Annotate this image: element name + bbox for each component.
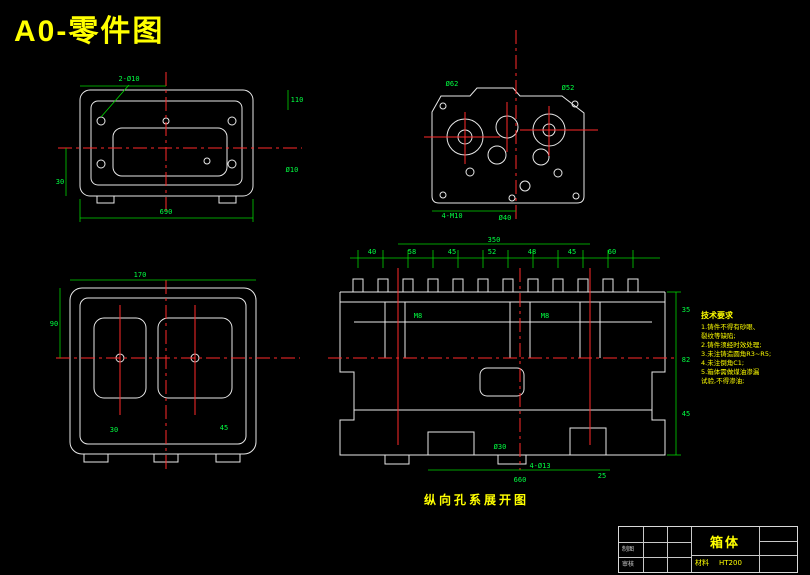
title-block: 箱体 材料 HT200 制图 审核 [618, 526, 798, 573]
title-block-divider [619, 542, 691, 543]
view-caption: 纵向孔系展开图 [424, 493, 530, 507]
tech-note-line: 试验,不得渗油; [701, 377, 745, 385]
dimension-label: 40 [367, 248, 377, 256]
dimension-label: 48 [527, 248, 537, 256]
developed-view [328, 243, 681, 471]
dimension-label: M8 [413, 312, 423, 320]
dimension-label: 170 [133, 271, 147, 279]
title-block-divider [643, 527, 644, 572]
dimension-label: 25 [597, 472, 607, 480]
part-name: 箱体 [709, 534, 740, 550]
side-view [56, 279, 300, 472]
dimension-label: 30 [55, 178, 65, 186]
material-value: HT200 [719, 559, 742, 567]
material-label: 材料 [695, 559, 709, 567]
dimension-label: Ø40 [498, 214, 512, 222]
tech-requirements-lines: 1.铸件不得有砂眼、裂纹等缺陷;2.铸件须经时效处理;3.未注铸造圆角R3~R5… [701, 323, 803, 386]
tech-note-line: 1.铸件不得有砂眼、 [701, 323, 760, 331]
dimension-label: Ø62 [445, 80, 459, 88]
tech-note-line: 裂纹等缺陷; [701, 332, 736, 340]
title-block-divider [619, 557, 691, 558]
dimension-label: 52 [487, 248, 497, 256]
dimension-label: 2-Ø10 [118, 75, 140, 83]
dimension-label: 45 [681, 410, 691, 418]
dimension-label: Ø52 [561, 84, 575, 92]
tech-requirements: 技术要求 1.铸件不得有砂眼、裂纹等缺陷;2.铸件须经时效处理;3.未注铸造圆角… [701, 310, 803, 386]
page-title: A0-零件图 [14, 15, 165, 48]
tech-note-line: 2.铸件须经时效处理; [701, 341, 762, 349]
dimension-label: 4-Ø13 [529, 462, 551, 470]
dimension-label: 60 [607, 248, 617, 256]
title-block-divider [667, 527, 668, 572]
plan-view [58, 72, 302, 222]
title-block-divider [691, 527, 692, 572]
dimension-label: 45 [447, 248, 457, 256]
title-block-divider [759, 527, 760, 572]
dimension-label: 45 [567, 248, 577, 256]
title-block-divider [691, 555, 797, 556]
dimension-label: 45 [219, 424, 229, 432]
title-block-row-label: 制图 [622, 546, 635, 553]
dimension-label: 82 [681, 356, 691, 364]
tech-note-line: 5.箱体需做煤油渗漏 [701, 368, 760, 376]
dimension-label: 58 [407, 248, 417, 256]
dimension-label: 90 [49, 320, 59, 328]
dimension-label: 690 [159, 208, 173, 216]
dimension-label: 4-M10 [441, 212, 463, 220]
title-block-divider [759, 541, 797, 542]
dimension-label: Ø10 [285, 166, 299, 174]
dimension-label: Ø30 [493, 443, 507, 451]
tech-requirements-heading: 技术要求 [701, 311, 733, 320]
dimension-label: M8 [540, 312, 550, 320]
title-block-row-label: 审核 [622, 561, 635, 568]
dimension-label: 35 [681, 306, 691, 314]
dimension-label: 30 [109, 426, 119, 434]
tech-note-line: 3.未注铸造圆角R3~R5; [701, 350, 772, 358]
tech-note-line: 4.未注倒角C1; [701, 359, 745, 367]
end-view [424, 30, 598, 220]
dimension-label: 660 [513, 476, 527, 484]
dimension-label: 110 [290, 96, 304, 104]
dimension-label: 350 [487, 236, 501, 244]
